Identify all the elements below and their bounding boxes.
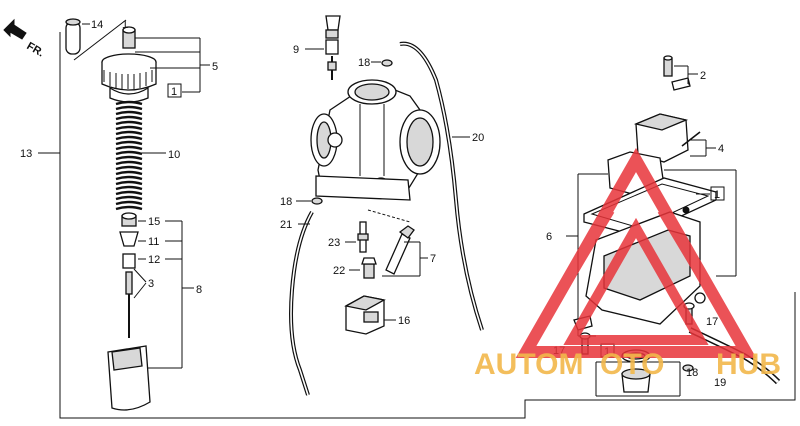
boxed-label-a: 1 — [171, 86, 177, 98]
callout-22: 22 — [333, 265, 345, 277]
callout-9: 9 — [293, 44, 299, 56]
callout-3: 3 — [148, 278, 154, 290]
boxed-label-frame-b — [710, 186, 725, 201]
part-carb-top-cap — [101, 53, 157, 103]
callout-7: 7 — [430, 253, 436, 265]
part-throttle-valve — [107, 345, 151, 411]
part-18-clip-right — [682, 364, 694, 372]
callout-18b: 18 — [280, 196, 292, 208]
diagram-frame — [59, 32, 796, 419]
watermark-text-right: HUB — [716, 348, 781, 381]
callout-11: 11 — [148, 236, 159, 248]
callout-1: 1 — [122, 19, 128, 31]
watermark-logo — [515, 147, 757, 358]
callout-18a: 18 — [358, 57, 370, 69]
callout-20: 20 — [472, 132, 484, 144]
part-2-screw-set — [663, 55, 691, 91]
callout-14: 14 — [91, 19, 103, 31]
callout-21: 21 — [280, 219, 292, 231]
watermark-text-mid: OTO — [600, 348, 664, 381]
part-7-slow-jet — [385, 225, 415, 275]
callout-5: 5 — [212, 61, 218, 73]
part-18-clip-top — [381, 59, 393, 67]
front-direction-label: FR. — [25, 40, 46, 59]
part-14-cap-rubber — [65, 18, 81, 55]
part-21-overflow-tube — [289, 211, 314, 396]
part-9-throttle-stop-screw — [325, 15, 341, 80]
part-carburetor-body — [310, 79, 441, 201]
callout-18c: 18 — [686, 367, 698, 379]
front-direction-arrow: FR. — [3, 18, 46, 59]
part-11-needle-spring — [119, 231, 139, 247]
part-top-adjuster — [122, 26, 136, 49]
callout-17a: 17 — [706, 316, 718, 328]
callout-4: 4 — [718, 143, 724, 155]
spring-coils — [115, 100, 143, 211]
callout-10: 10 — [168, 149, 180, 161]
part-22-main-jet — [361, 257, 377, 279]
boxed-label-frame-a — [167, 83, 182, 98]
callout-23: 23 — [328, 237, 340, 249]
callout-2: 2 — [700, 70, 706, 82]
callout-16: 16 — [398, 315, 410, 327]
callout-12: 12 — [148, 254, 160, 266]
part-23-needle-jet-holder — [357, 221, 369, 253]
callout-6: 6 — [546, 231, 552, 243]
callout-15: 15 — [148, 216, 160, 228]
boxed-label-b: 1 — [714, 189, 720, 201]
callout-19: 19 — [714, 377, 726, 389]
callout-13: 13 — [20, 148, 32, 160]
part-15-needle-clip-plate — [121, 212, 137, 227]
part-12-needle-retainer — [122, 253, 136, 269]
watermark-text-left: AUTOM — [474, 348, 583, 381]
watermark-text: AUTOM OTO HUB — [474, 348, 781, 381]
part-10-throttle-spring — [115, 100, 143, 211]
part-16-float — [344, 295, 386, 335]
part-3-jet-needle — [125, 271, 133, 338]
part-18-clip-left — [311, 197, 323, 205]
part-4-accelerator-pump-cover — [633, 113, 701, 163]
callout-8: 8 — [196, 284, 202, 296]
